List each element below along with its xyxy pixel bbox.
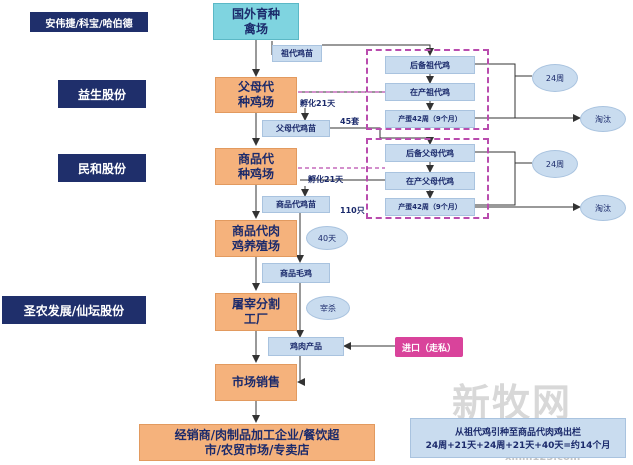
ps-reserve: 后备父母代鸡 bbox=[385, 144, 475, 162]
supplier-label-foreign: 安伟捷/科宝/哈伯德 bbox=[30, 12, 148, 32]
slaughter-plant: 屠宰分割 工厂 bbox=[215, 293, 297, 331]
ps-culling: 淘汰 bbox=[580, 195, 626, 221]
commercial-chicks: 商品代鸡苗 bbox=[262, 196, 330, 213]
hatch-label-1: 孵化21天 bbox=[300, 99, 336, 108]
gp-group-frame bbox=[366, 49, 489, 130]
timeline-note: 从祖代鸡引种至商品代肉鸡出栏 24周+21天+24周+21天+40天=约14个月 bbox=[410, 418, 626, 458]
gp-laying: 在产祖代鸡 bbox=[385, 83, 475, 101]
timeline-note-line2: 24周+21天+24周+21天+40天=约14个月 bbox=[425, 441, 611, 451]
commercial-breeder-farm: 商品代 种鸡场 bbox=[215, 148, 297, 185]
live-broilers: 商品毛鸡 bbox=[262, 263, 330, 283]
broiler-grow-days: 40天 bbox=[306, 226, 348, 250]
count-label-2: 110只 bbox=[340, 206, 365, 215]
company-label-shengnong-xiantan: 圣农发展/仙坛股份 bbox=[2, 296, 146, 324]
ps-group-frame bbox=[366, 138, 489, 219]
chicken-products: 鸡肉产品 bbox=[268, 337, 344, 356]
slaughter-step: 宰杀 bbox=[306, 296, 350, 320]
foreign-breeding-farm: 国外育种 禽场 bbox=[213, 3, 299, 40]
ps-chicks: 父母代鸡苗 bbox=[262, 120, 330, 137]
parent-stock-farm: 父母代 种鸡场 bbox=[215, 77, 297, 113]
ps-laying: 在产父母代鸡 bbox=[385, 172, 475, 190]
ps-laying-period: 产蛋42周（9个月） bbox=[385, 198, 475, 216]
market-sales: 市场销售 bbox=[215, 364, 297, 401]
company-label-minhe: 民和股份 bbox=[58, 154, 146, 182]
gp-laying-period: 产蛋42周（9个月） bbox=[385, 110, 475, 128]
timeline-note-line1: 从祖代鸡引种至商品代肉鸡出栏 bbox=[454, 428, 581, 438]
hatch-label-2: 孵化21天 bbox=[308, 175, 344, 184]
company-label-yisheng: 益生股份 bbox=[58, 80, 146, 108]
watermark-logo: 新牧网 bbox=[452, 381, 573, 425]
broiler-farm: 商品代肉 鸡养殖场 bbox=[215, 220, 297, 257]
ps-rearing-weeks: 24周 bbox=[532, 150, 578, 178]
distribution-channels: 经销商/肉制品加工企业/餐饮超 市/农贸市场/专卖店 bbox=[139, 424, 375, 461]
gp-culling: 淘汰 bbox=[580, 106, 626, 132]
gp-rearing-weeks: 24周 bbox=[532, 64, 578, 92]
gp-chicks: 祖代鸡苗 bbox=[272, 45, 322, 62]
import-smuggling: 进口（走私） bbox=[395, 337, 463, 357]
count-label-1: 45套 bbox=[340, 117, 360, 126]
gp-reserve: 后备祖代鸡 bbox=[385, 56, 475, 74]
